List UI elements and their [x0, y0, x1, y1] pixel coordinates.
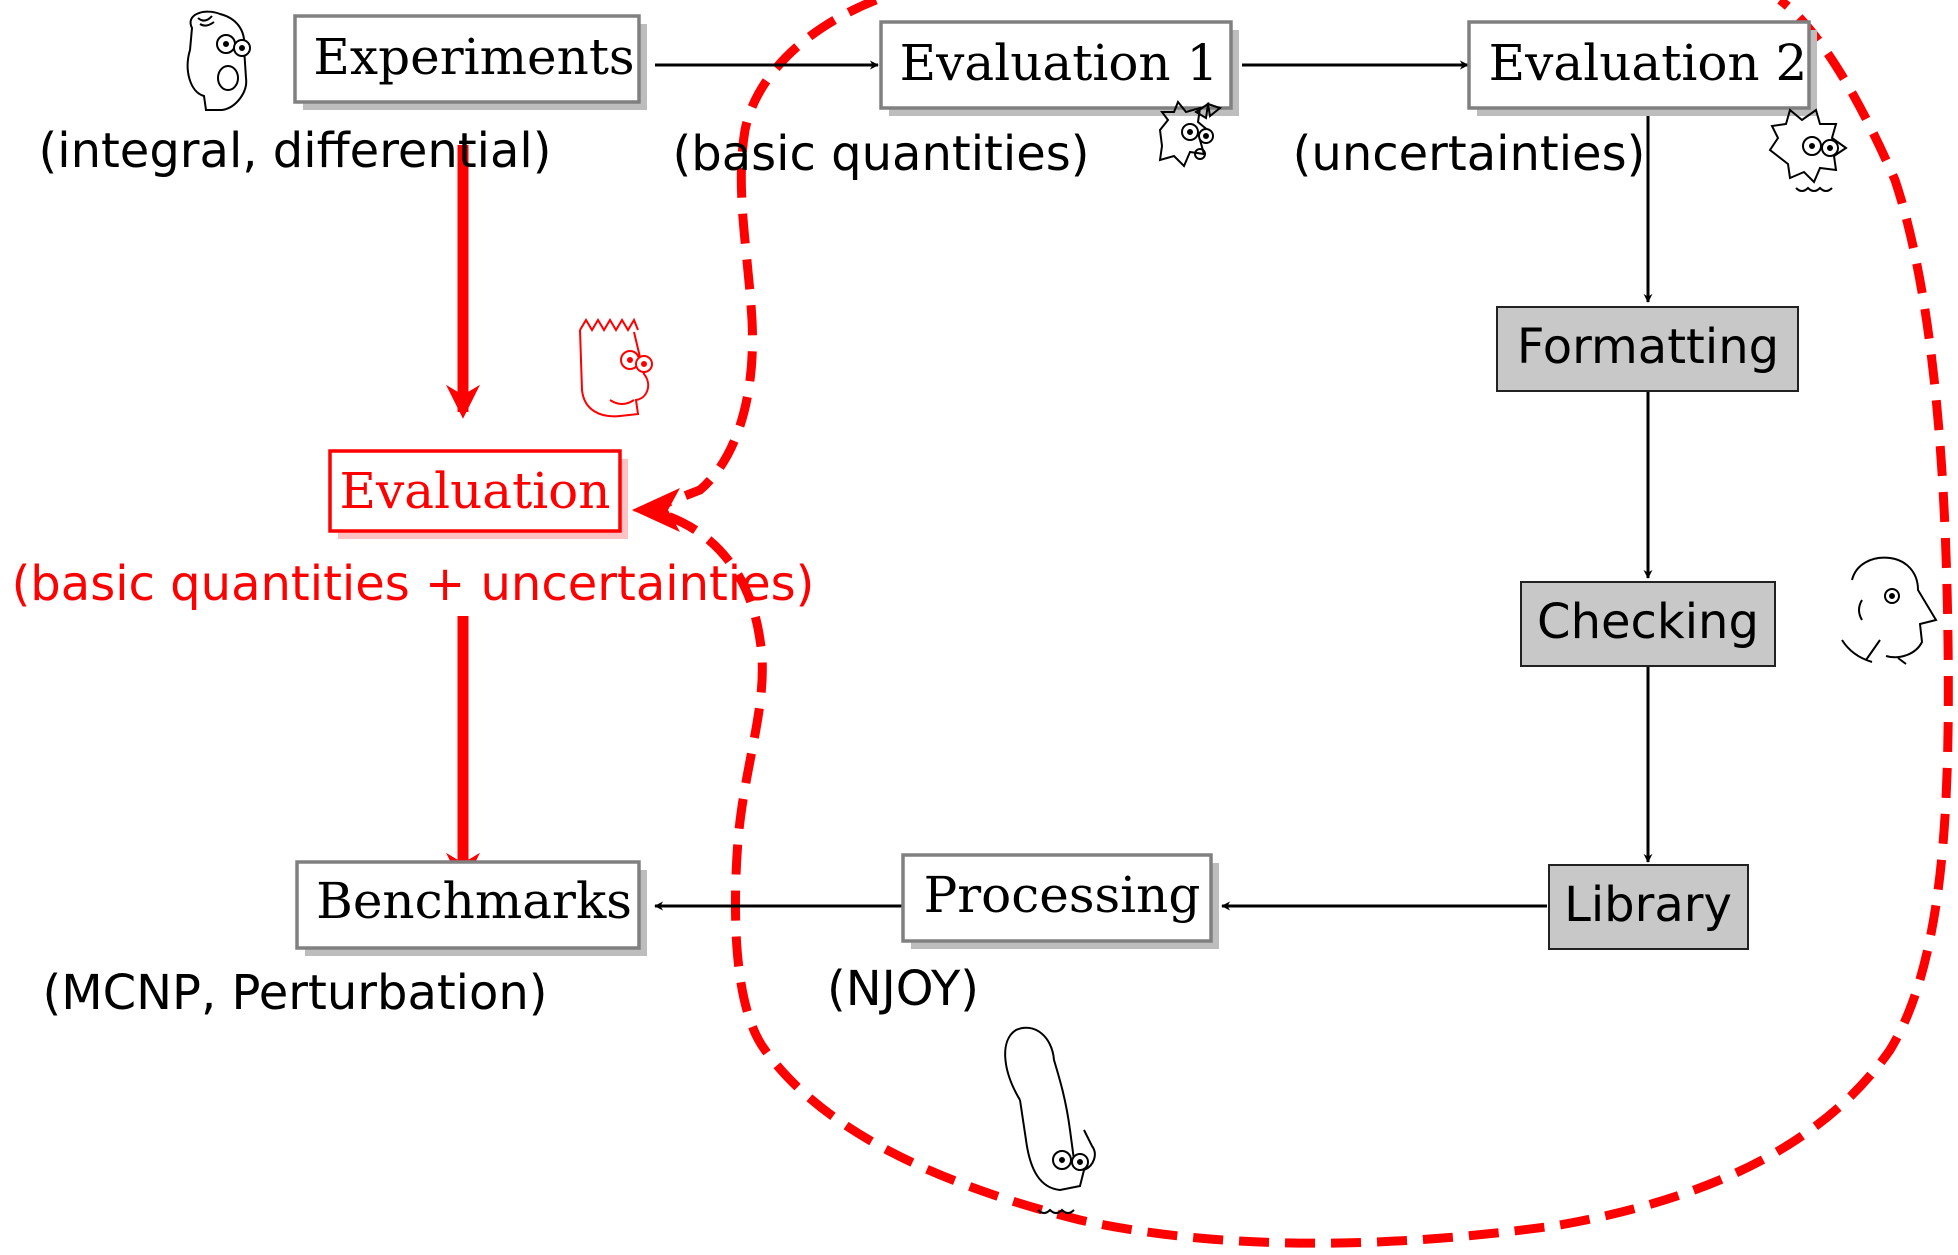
- node-checking: Checking: [1520, 581, 1776, 667]
- burns-caricature-icon: [1841, 556, 1938, 665]
- node-evaluation1-label: Evaluation 1: [900, 34, 1219, 92]
- node-evaluation-label: Evaluation: [340, 462, 611, 520]
- annotation-processing: (NJOY): [827, 961, 979, 1017]
- annotation-evaluation2: (uncertainties): [1293, 126, 1646, 182]
- bart-caricature-icon: [579, 317, 653, 418]
- node-formatting: Formatting: [1496, 306, 1799, 392]
- node-library-label: Library: [1564, 877, 1732, 933]
- node-evaluation2: Evaluation 2: [1467, 20, 1817, 116]
- annotation-evaluation1: (basic quantities): [673, 126, 1090, 182]
- maggie-caricature-icon: [1158, 100, 1223, 168]
- node-evaluation2-label: Evaluation 2: [1489, 34, 1808, 92]
- node-formatting-label: Formatting: [1517, 319, 1779, 375]
- node-processing: Processing: [901, 853, 1219, 949]
- node-evaluation: Evaluation: [328, 449, 628, 539]
- annotation-evaluation: (basic quantities + uncertainties): [12, 556, 815, 612]
- node-experiments: Experiments: [293, 14, 647, 110]
- node-processing-label: Processing: [924, 866, 1201, 924]
- annotation-benchmarks: (MCNP, Perturbation): [42, 965, 547, 1021]
- node-checking-label: Checking: [1537, 594, 1759, 650]
- node-benchmarks: Benchmarks: [295, 860, 647, 956]
- node-experiments-label: Experiments: [313, 28, 634, 86]
- annotation-experiments: (integral, differential): [39, 123, 552, 179]
- node-library: Library: [1548, 864, 1749, 950]
- dashed-loop-arrowhead: [632, 488, 680, 532]
- node-benchmarks-label: Benchmarks: [316, 872, 632, 930]
- lisa-caricature-icon: [1768, 108, 1848, 192]
- marge-caricature-icon: [1004, 1026, 1096, 1214]
- node-evaluation1: Evaluation 1: [879, 20, 1239, 116]
- homer-caricature-icon: [186, 10, 251, 111]
